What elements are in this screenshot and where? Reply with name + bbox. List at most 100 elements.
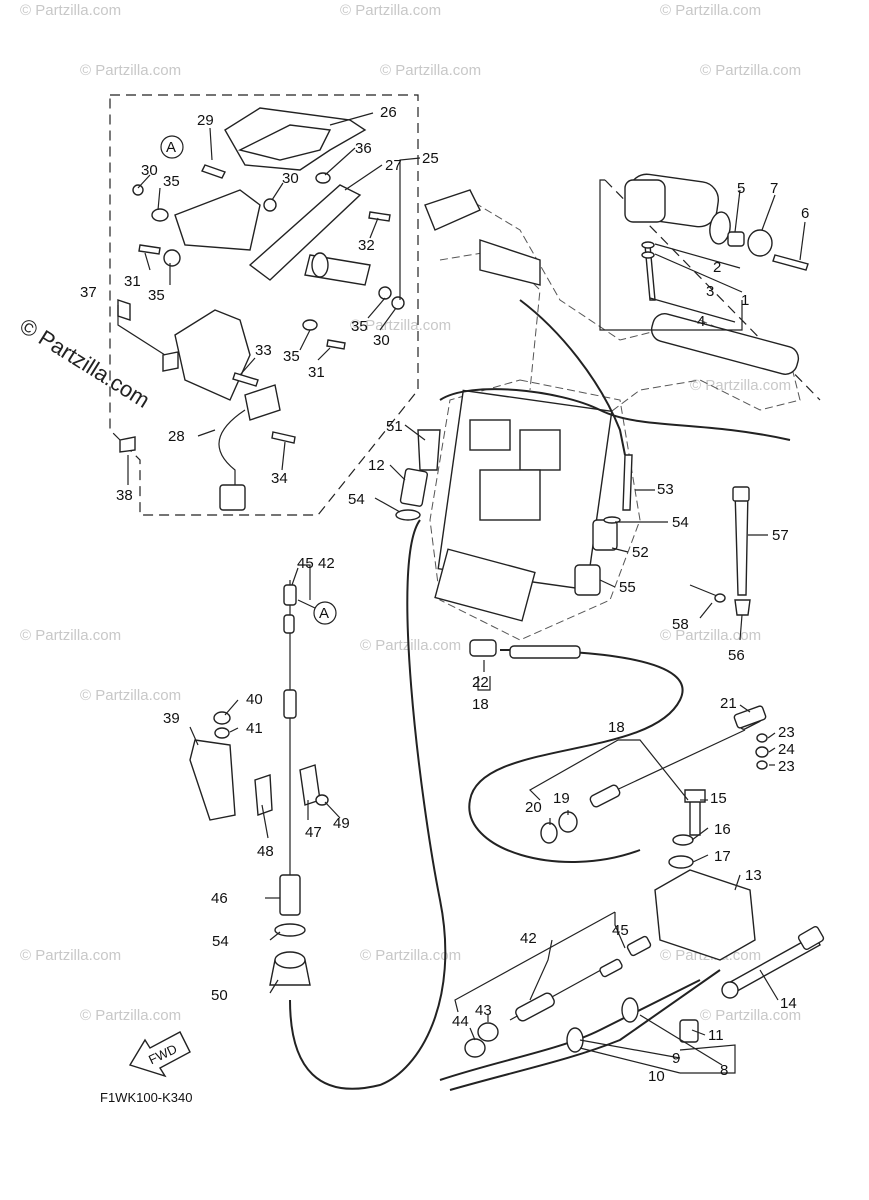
watermark: © Partzilla.com <box>20 947 121 964</box>
callout-52: 52 <box>632 544 649 561</box>
watermark: © Partzilla.com <box>660 627 761 644</box>
callout-3: 3 <box>706 283 714 300</box>
callout-42b: 42 <box>520 930 537 947</box>
callout-27: 27 <box>385 157 402 174</box>
callout-54c: 54 <box>212 933 229 950</box>
watermark: © Partzilla.com <box>80 1007 181 1024</box>
watermark: © Partzilla.com <box>660 2 761 19</box>
callout-35b: 35 <box>148 287 165 304</box>
callout-12: 12 <box>368 457 385 474</box>
watermark: © Partzilla.com <box>700 62 801 79</box>
callout-56: 56 <box>728 647 745 664</box>
throttle-cable <box>289 519 447 1090</box>
lever-assembly <box>117 107 405 511</box>
callout-1: 1 <box>741 292 749 309</box>
throttle-cable-upper <box>519 299 626 456</box>
callout-4: 4 <box>697 313 705 330</box>
callout-6: 6 <box>801 205 809 222</box>
watermark: © Partzilla.com <box>80 687 181 704</box>
cable-18 <box>594 729 746 801</box>
callout-11: 11 <box>708 1027 724 1044</box>
callout-53: 53 <box>657 481 674 498</box>
callout-18b: 18 <box>608 719 625 736</box>
callout-31b: 31 <box>308 364 325 381</box>
ref-marker-a: A A <box>160 135 337 625</box>
callout-30c: 30 <box>373 332 390 349</box>
watermark: © Partzilla.com <box>20 2 121 19</box>
callout-51: 51 <box>386 418 403 435</box>
callout-16: 16 <box>714 821 731 838</box>
assembly-boundary <box>109 94 419 516</box>
callout-55: 55 <box>619 579 636 596</box>
svg-text:A: A <box>319 605 329 622</box>
watermark: © Partzilla.com <box>350 317 451 334</box>
callout-47: 47 <box>305 824 322 841</box>
callout-41: 41 <box>246 720 263 737</box>
callout-22: 22 <box>472 674 489 691</box>
callout-45b: 45 <box>612 922 629 939</box>
callout-49: 49 <box>333 815 350 832</box>
watermark: © Partzilla.com <box>690 377 791 394</box>
callout-45a: 45 <box>297 555 314 572</box>
svg-text:A: A <box>166 139 176 156</box>
shift-bracket <box>654 869 756 961</box>
callout-46: 46 <box>211 890 228 907</box>
callout-35d: 35 <box>351 318 368 335</box>
callout-17: 17 <box>714 848 731 865</box>
watermark-large: © Partzilla.com <box>15 313 154 413</box>
callout-14: 14 <box>780 995 797 1012</box>
callout-34: 34 <box>271 470 288 487</box>
callout-2: 2 <box>713 259 721 276</box>
watermark: © Partzilla.com <box>700 1007 801 1024</box>
callout-25: 25 <box>422 150 439 167</box>
callout-58: 58 <box>672 616 689 633</box>
callout-28: 28 <box>168 428 185 445</box>
callout-54a: 54 <box>348 491 365 508</box>
callout-19: 19 <box>553 790 570 807</box>
callout-35c: 35 <box>283 348 300 365</box>
callout-29: 29 <box>197 112 214 129</box>
callout-labels: 1 2 3 4 5 6 7 8 9 10 11 12 13 14 15 16 1… <box>80 104 809 1085</box>
callout-21: 21 <box>720 695 737 712</box>
callout-54b: 54 <box>672 514 689 531</box>
callout-24: 24 <box>778 741 795 758</box>
leader-lines <box>117 112 806 1074</box>
steering-column <box>424 189 801 641</box>
callout-36: 36 <box>355 140 372 157</box>
callout-8: 8 <box>720 1062 728 1079</box>
callout-5: 5 <box>737 180 745 197</box>
callout-7: 7 <box>770 180 778 197</box>
callout-38: 38 <box>116 487 133 504</box>
callout-42a: 42 <box>318 555 335 572</box>
callout-33: 33 <box>255 342 272 359</box>
callout-23a: 23 <box>778 724 795 741</box>
cable-9 <box>449 969 721 1091</box>
callout-13: 13 <box>745 867 762 884</box>
callout-31a: 31 <box>124 273 141 290</box>
callout-23b: 23 <box>778 758 795 775</box>
cable-8 <box>439 979 701 1081</box>
callout-57: 57 <box>772 527 789 544</box>
watermark: © Partzilla.com <box>380 62 481 79</box>
callout-15: 15 <box>710 790 727 807</box>
callout-35a: 35 <box>163 173 180 190</box>
callout-30a: 30 <box>141 162 158 179</box>
callout-30b: 30 <box>282 170 299 187</box>
watermark: © Partzilla.com <box>340 2 441 19</box>
callout-20: 20 <box>525 799 542 816</box>
watermark: © Partzilla.com <box>360 947 461 964</box>
handlebar-cables <box>439 388 791 441</box>
diagram-code: F1WK100-K340 <box>100 1090 193 1105</box>
callout-39: 39 <box>163 710 180 727</box>
callout-10: 10 <box>648 1068 665 1085</box>
callout-48: 48 <box>257 843 274 860</box>
callout-26: 26 <box>380 104 397 121</box>
shift-cable <box>468 649 684 863</box>
callout-9: 9 <box>672 1050 680 1067</box>
callout-32: 32 <box>358 237 375 254</box>
fwd-arrow: FWD <box>128 1031 191 1078</box>
watermark: © Partzilla.com <box>360 637 461 654</box>
callout-40: 40 <box>246 691 263 708</box>
